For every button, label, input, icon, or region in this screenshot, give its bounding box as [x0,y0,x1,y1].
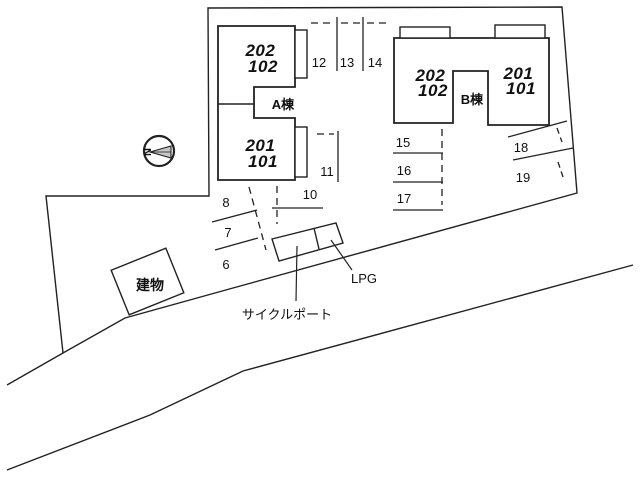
building-b-label: B棟 [461,92,484,107]
cycle-port-lpg-divider [313,227,320,250]
stall-number-16: 16 [397,163,411,178]
stall-number-18: 18 [514,140,528,155]
stall-number-10: 10 [303,187,317,202]
compass: N [142,134,176,168]
neighbor-building-outline [110,247,185,316]
lpg-pointer-line [330,239,353,271]
stall-number-12: 12 [312,55,326,70]
building-b-unit-left: 202 102 [414,66,450,100]
site-boundary [45,6,578,355]
stall-number-7: 7 [224,225,231,240]
stall-number-19: 19 [516,170,530,185]
cycle-port-label: サイクルポート [242,307,332,322]
compass-north-label: N [142,148,154,156]
lpg-label: LPG [351,271,377,286]
stall-18-right-dashed [556,127,563,143]
building-a-unit-lower: 201 101 [244,136,280,171]
road-edge-upper-extension [6,352,64,386]
stall-number-6: 6 [222,257,229,272]
road-edge-lower [6,264,634,471]
stall-number-8: 8 [222,195,229,210]
neighbor-building-label: 建物 [136,277,164,293]
stall-number-14: 14 [368,55,382,70]
building-a-balcony-upper [294,29,308,79]
stall-19-right-dashed [557,161,564,178]
stall-18-19-divider [512,147,574,161]
building-b-porch-right [494,24,546,39]
building-a-balcony-lower [294,126,308,178]
building-a-label: A棟 [272,97,295,112]
stall-18-top-line [507,120,568,138]
stall-8-7-divider [211,209,258,223]
building-b-outline [393,37,550,126]
stall-number-13: 13 [340,55,354,70]
building-a-unit-upper: 202 102 [244,41,280,76]
building-b-porch-left [399,26,451,39]
building-b-unit-right: 201 101 [502,64,538,98]
stall-7-6-divider [214,237,259,251]
cycle-port-pointer-line [295,245,298,302]
stall-number-15: 15 [396,135,410,150]
stall-number-11: 11 [320,164,334,179]
stall-number-17: 17 [397,191,411,206]
stall-8-right-dashed [248,186,267,251]
